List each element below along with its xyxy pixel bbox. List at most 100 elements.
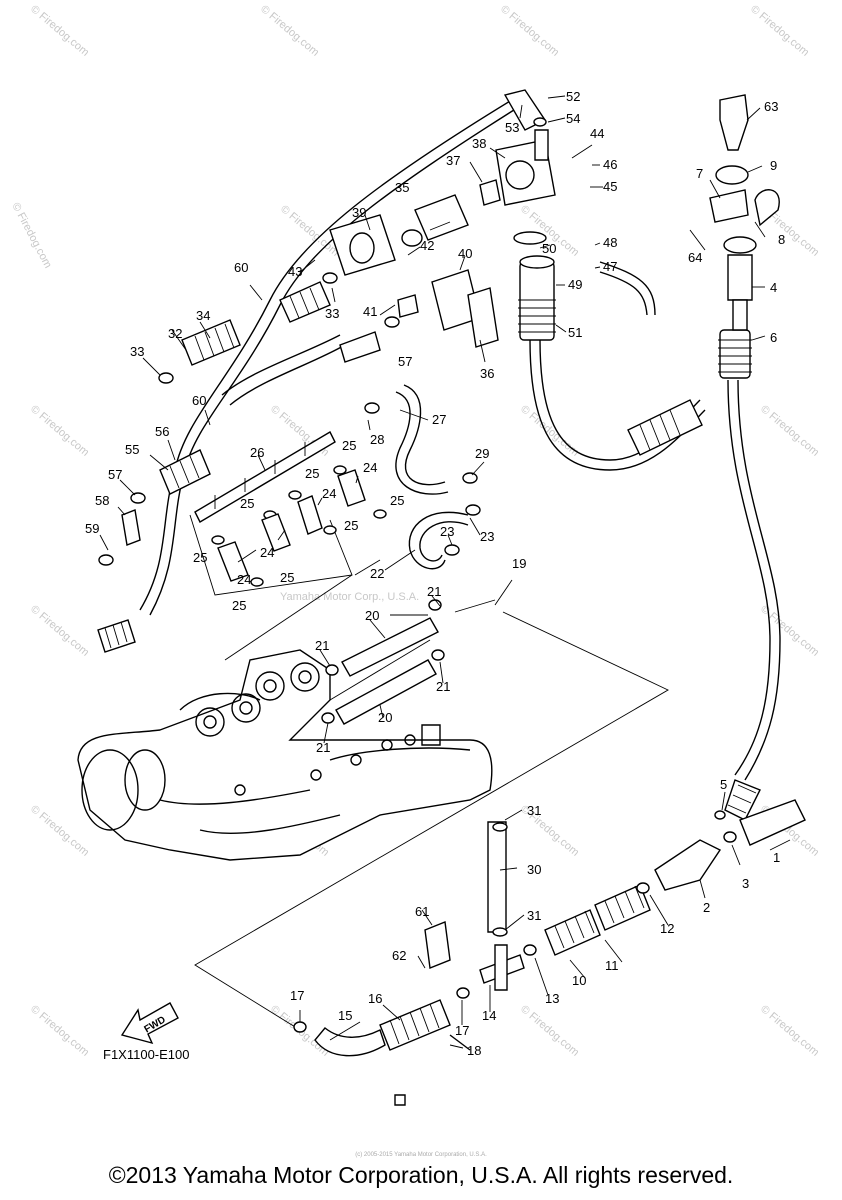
callout-29: 29 xyxy=(475,446,489,461)
callout-43: 43 xyxy=(288,264,302,279)
callout-22: 22 xyxy=(370,566,384,581)
callout-57b: 57 xyxy=(398,354,412,369)
clamps xyxy=(98,117,737,1106)
callout-59: 59 xyxy=(85,521,99,536)
callout-44: 44 xyxy=(590,126,604,141)
callout-30: 30 xyxy=(527,862,541,877)
bottom-fittings xyxy=(314,799,806,1057)
callout-4: 4 xyxy=(770,280,777,295)
callout-23b: 23 xyxy=(480,529,494,544)
callout-1: 1 xyxy=(773,850,780,865)
callout-60a: 60 xyxy=(234,260,248,275)
bellow-hoses xyxy=(97,89,761,1051)
callout-16: 16 xyxy=(368,991,382,1006)
hose-51 xyxy=(518,299,556,333)
callout-2: 2 xyxy=(703,900,710,915)
exhaust-manifold xyxy=(77,649,493,861)
watermark-tile: © Firedog.com xyxy=(28,1003,91,1059)
callout-21a: 21 xyxy=(315,638,329,653)
callout-27: 27 xyxy=(432,412,446,427)
callout-25f: 25 xyxy=(344,518,358,533)
callout-18: 18 xyxy=(467,1043,481,1058)
callout-38: 38 xyxy=(472,136,486,151)
callout-20b: 20 xyxy=(378,710,392,725)
callout-47: 47 xyxy=(603,259,617,274)
callout-35: 35 xyxy=(395,180,409,195)
callout-49: 49 xyxy=(568,277,582,292)
callout-15: 15 xyxy=(338,1008,352,1023)
figure-code: F1X1100-E100 xyxy=(103,1047,190,1062)
cooling-pipe-26 xyxy=(194,431,336,523)
callout-36: 36 xyxy=(480,366,494,381)
callout-25a: 25 xyxy=(193,550,207,565)
hose-20 xyxy=(335,617,507,933)
watermark-tile: © Firedog.com xyxy=(758,603,821,659)
copyright-notice: ©2013 Yamaha Motor Corporation, U.S.A. A… xyxy=(108,1162,734,1188)
watermark-tile: © Firedog.com xyxy=(28,603,91,659)
callout-31b: 31 xyxy=(527,908,541,923)
callout-24b: 24 xyxy=(260,545,274,560)
callout-24d: 24 xyxy=(363,460,377,475)
callout-25c: 25 xyxy=(280,570,294,585)
callout-5: 5 xyxy=(720,777,727,792)
callout-33b: 33 xyxy=(325,306,339,321)
callout-39: 39 xyxy=(352,205,366,220)
callout-63: 63 xyxy=(764,99,778,114)
callout-32: 32 xyxy=(168,326,182,341)
callout-51: 51 xyxy=(568,325,582,340)
callout-37: 37 xyxy=(446,153,460,168)
callout-64: 64 xyxy=(688,250,702,265)
callout-58: 58 xyxy=(95,493,109,508)
watermark-tile: © Firedog.com xyxy=(748,3,811,59)
callout-62: 62 xyxy=(392,948,406,963)
watermark-tile: © Firedog.com xyxy=(758,403,821,459)
callout-48: 48 xyxy=(603,235,617,250)
watermark-side: © Firedog.com xyxy=(9,201,54,270)
watermark-tile: © Firedog.com xyxy=(518,1003,581,1059)
callout-52: 52 xyxy=(566,89,580,104)
callout-31a: 31 xyxy=(527,803,541,818)
fwd-arrow-icon: FWD xyxy=(120,1002,179,1045)
watermark-tile: © Firedog.com xyxy=(758,1003,821,1059)
callout-17b: 17 xyxy=(455,1023,469,1038)
callout-40: 40 xyxy=(458,246,472,261)
watermark-tile: © Firedog.com xyxy=(28,803,91,859)
callout-23a: 23 xyxy=(440,524,454,539)
callout-57a: 57 xyxy=(108,467,122,482)
small-credit: (c) 2005-2015 Yamaha Motor Corporation, … xyxy=(355,1152,487,1158)
filler-neck-assembly xyxy=(709,94,780,331)
leader-lines xyxy=(99,95,791,1049)
callout-25d: 25 xyxy=(240,496,254,511)
callout-42: 42 xyxy=(420,238,434,253)
callout-55: 55 xyxy=(125,442,139,457)
callout-56: 56 xyxy=(155,424,169,439)
watermark-tile: © Firedog.com xyxy=(518,403,581,459)
callout-8: 8 xyxy=(778,232,785,247)
callout-60b: 60 xyxy=(192,393,206,408)
callout-25b: 25 xyxy=(232,598,246,613)
callout-61: 61 xyxy=(415,904,429,919)
watermark-tile: © Firedog.com xyxy=(28,3,91,59)
watermark-tile: © Firedog.com xyxy=(258,3,321,59)
watermark-tile: © Firedog.com xyxy=(498,3,561,59)
callout-46: 46 xyxy=(603,157,617,172)
callout-41: 41 xyxy=(363,304,377,319)
callout-50: 50 xyxy=(542,241,556,256)
callout-9: 9 xyxy=(770,158,777,173)
callout-13: 13 xyxy=(545,991,559,1006)
callout-7: 7 xyxy=(696,166,703,181)
long-hoses xyxy=(139,94,781,781)
callout-20a: 20 xyxy=(365,608,379,623)
callout-21d: 21 xyxy=(427,584,441,599)
callout-25h: 25 xyxy=(342,438,356,453)
callout-54: 54 xyxy=(566,111,580,126)
assembly-outlines xyxy=(189,514,669,1031)
callout-25e: 25 xyxy=(305,466,319,481)
callout-21c: 21 xyxy=(316,740,330,755)
callout-14: 14 xyxy=(482,1008,496,1023)
callout-53: 53 xyxy=(505,120,519,135)
callout-45: 45 xyxy=(603,179,617,194)
callout-11: 11 xyxy=(605,958,619,973)
callout-24a: 24 xyxy=(237,572,251,587)
